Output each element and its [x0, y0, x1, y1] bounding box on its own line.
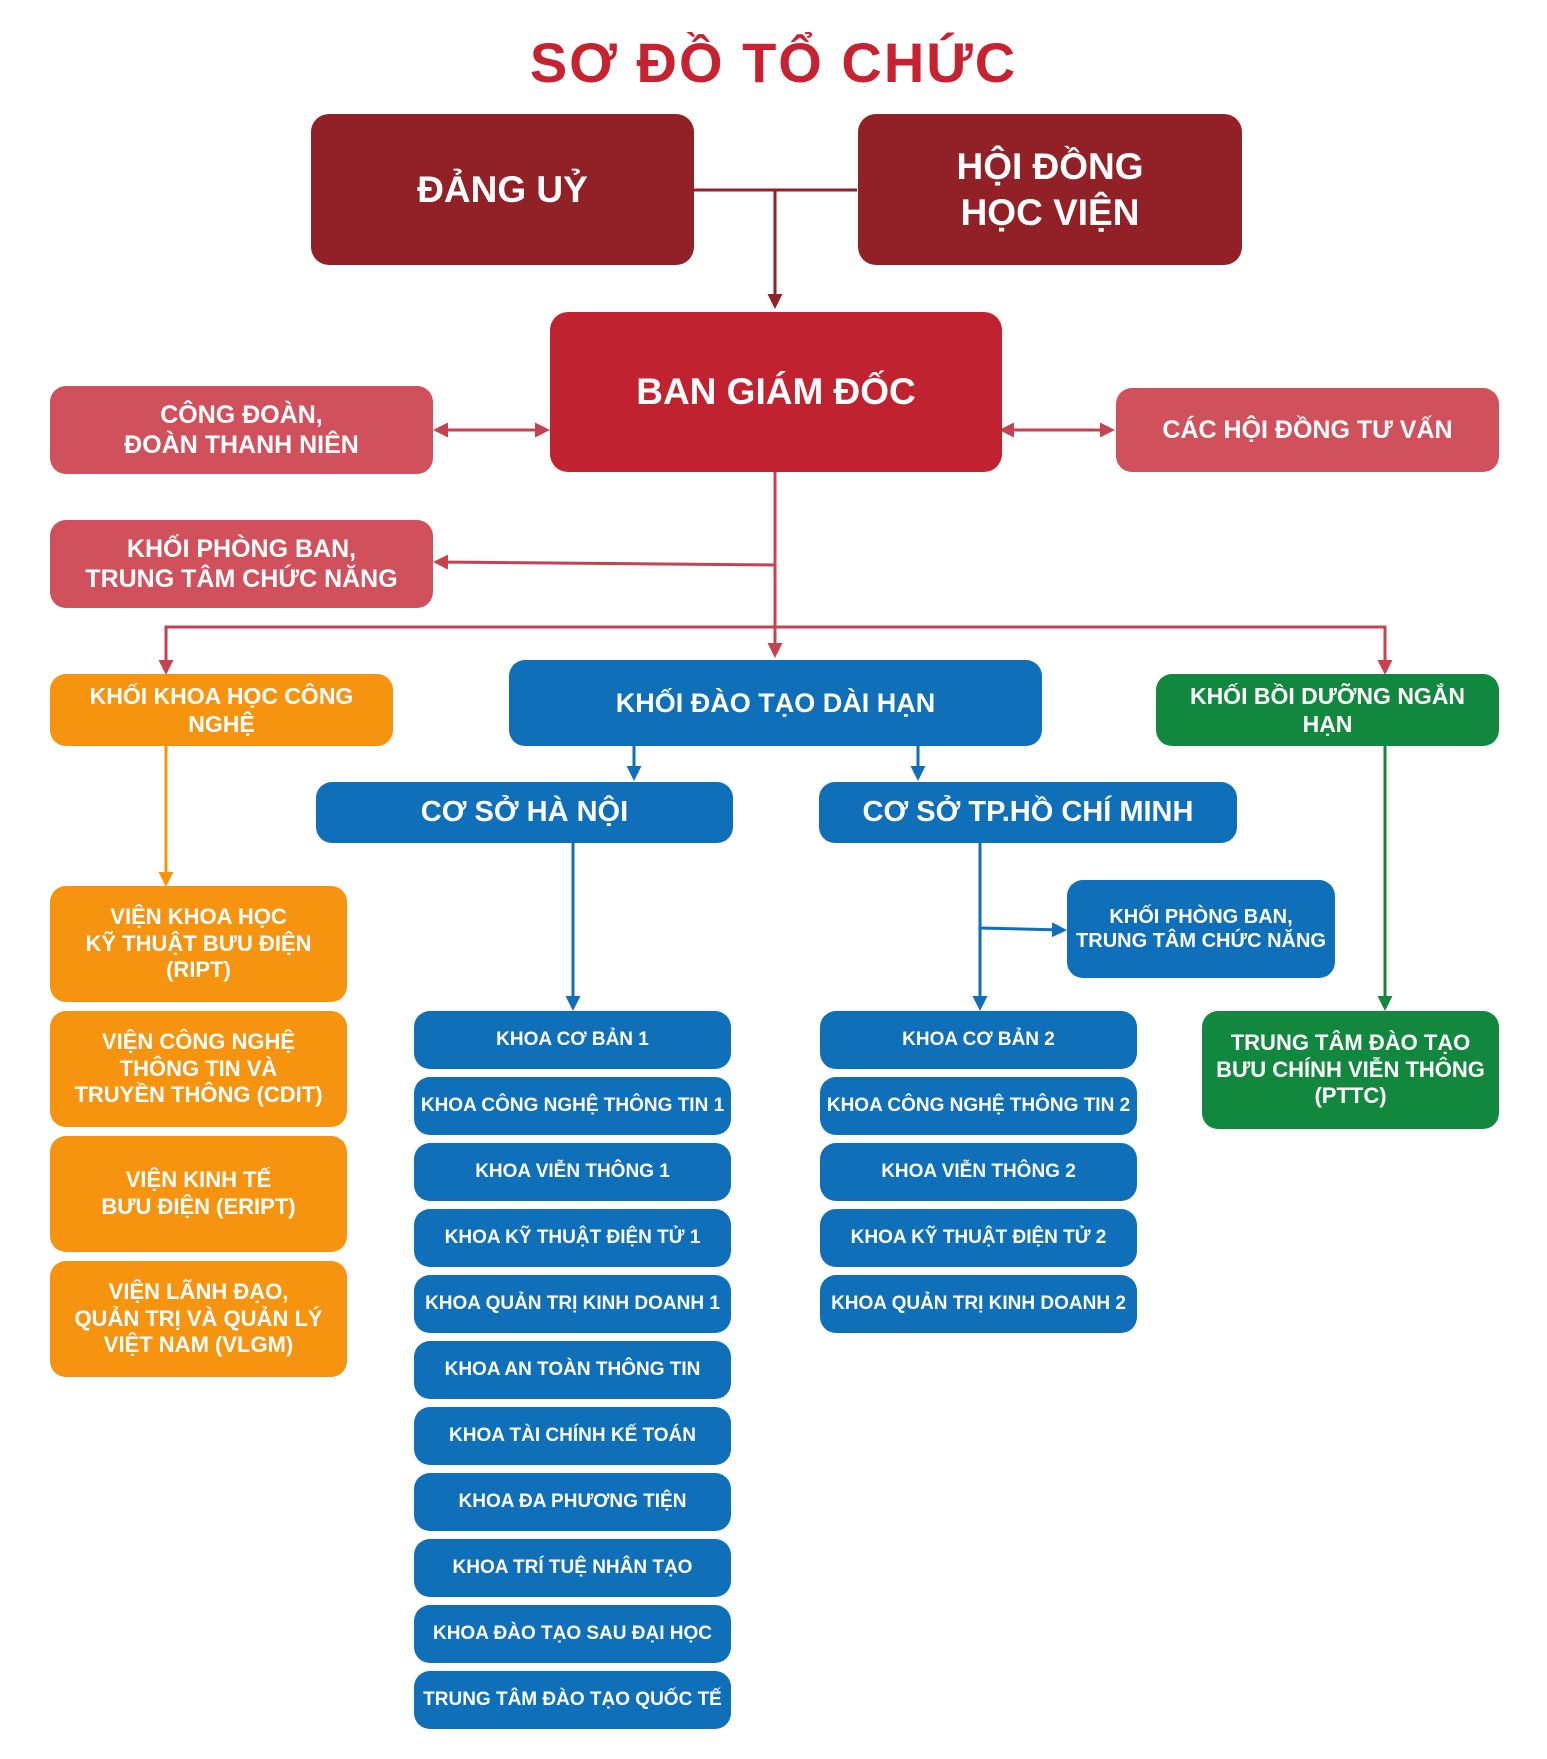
hanoi-faculty-item: KHOA CÔNG NGHỆ THÔNG TIN 1: [414, 1077, 731, 1135]
faculty-label: KHOA QUẢN TRỊ KINH DOANH 1: [425, 1293, 720, 1315]
hcm-campus-box: CƠ SỞ TP.HỒ CHÍ MINH: [819, 782, 1237, 843]
institute-ript-box: VIỆN KHOA HỌC KỸ THUẬT BƯU ĐIỆN (RIPT): [50, 886, 347, 1002]
union-youth-box: CÔNG ĐOÀN, ĐOÀN THANH NIÊN: [50, 386, 433, 474]
board-of-directors-label: BAN GIÁM ĐỐC: [636, 371, 916, 413]
pttc-center-box: TRUNG TÂM ĐÀO TẠO BƯU CHÍNH VIỄN THÔNG (…: [1202, 1011, 1499, 1129]
institute-cdit-box: VIỆN CÔNG NGHỆ THÔNG TIN VÀ TRUYỀN THÔNG…: [50, 1011, 347, 1127]
hanoi-campus-label: CƠ SỞ HÀ NỘI: [420, 795, 629, 828]
union-youth-label: CÔNG ĐOÀN, ĐOÀN THANH NIÊN: [124, 400, 359, 460]
hcm-functional-departments-label: KHỐI PHÒNG BAN, TRUNG TÂM CHỨC NĂNG: [1076, 905, 1326, 952]
hcm-campus-label: CƠ SỞ TP.HỒ CHÍ MINH: [862, 795, 1194, 828]
page-title: SƠ ĐỒ TỔ CHỨC: [529, 31, 1018, 94]
hanoi-faculty-item: KHOA KỸ THUẬT ĐIỆN TỬ 1: [414, 1209, 731, 1267]
hanoi-faculty-item: KHOA ĐA PHƯƠNG TIỆN: [414, 1473, 731, 1531]
functional-departments-label: KHỐI PHÒNG BAN, TRUNG TÂM CHỨC NĂNG: [85, 534, 398, 594]
institute-eript-box: VIỆN KINH TẾ BƯU ĐIỆN (ERIPT): [50, 1136, 347, 1252]
hanoi-campus-box: CƠ SỞ HÀ NỘI: [316, 782, 733, 843]
faculty-label: KHOA VIỄN THÔNG 2: [881, 1161, 1076, 1183]
link-board-functional: [433, 554, 776, 570]
advisory-councils-label: CÁC HỘI ĐỒNG TƯ VẤN: [1162, 415, 1453, 444]
hcm-faculty-item: KHOA CƠ BẢN 2: [820, 1011, 1137, 1069]
faculty-label: TRUNG TÂM ĐÀO TẠO QUỐC TẾ: [423, 1689, 722, 1711]
hanoi-faculty-item: KHOA ĐÀO TẠO SAU ĐẠI HỌC: [414, 1605, 731, 1663]
link-hcm-functional: [979, 922, 1067, 938]
institute-vlgm-box: VIỆN LÃNH ĐẠO, QUẢN TRỊ VÀ QUẢN LÝ VIỆT …: [50, 1261, 347, 1377]
hanoi-faculty-item: KHOA TÀI CHÍNH KẾ TOÁN: [414, 1407, 731, 1465]
faculty-label: KHOA TRÍ TUỆ NHÂN TẠO: [452, 1557, 693, 1579]
hanoi-faculty-item: KHOA QUẢN TRỊ KINH DOANH 1: [414, 1275, 731, 1333]
short-term-training-box: KHỐI BỒI DƯỠNG NGẮN HẠN: [1156, 674, 1499, 746]
pttc-center-label: TRUNG TÂM ĐÀO TẠO BƯU CHÍNH VIỄN THÔNG (…: [1216, 1029, 1485, 1109]
hanoi-faculty-item: KHOA CƠ BẢN 1: [414, 1011, 731, 1069]
hcm-faculty-item: KHOA QUẢN TRỊ KINH DOANH 2: [820, 1275, 1137, 1333]
long-term-training-box: KHỐI ĐÀO TẠO DÀI HẠN: [509, 660, 1042, 746]
party-committee-box: ĐẢNG UỶ: [311, 114, 694, 265]
faculty-label: KHOA KỸ THUẬT ĐIỆN TỬ 2: [850, 1227, 1107, 1249]
hcm-faculty-item: KHOA CÔNG NGHỆ THÔNG TIN 2: [820, 1077, 1137, 1135]
long-term-training-label: KHỐI ĐÀO TẠO DÀI HẠN: [615, 687, 936, 718]
hcm-faculty-item: KHOA KỸ THUẬT ĐIỆN TỬ 2: [820, 1209, 1137, 1267]
academy-council-label: HỘI ĐỒNG HỌC VIỆN: [956, 146, 1144, 233]
functional-departments-box: KHỐI PHÒNG BAN, TRUNG TÂM CHỨC NĂNG: [50, 520, 433, 608]
institute-label: VIỆN CÔNG NGHỆ THÔNG TIN VÀ TRUYỀN THÔNG…: [74, 1028, 323, 1108]
institute-label: VIỆN KHOA HỌC KỸ THUẬT BƯU ĐIỆN (RIPT): [85, 903, 312, 983]
science-block-label: KHỐI KHOA HỌC CÔNG NGHỆ: [89, 682, 354, 737]
institute-label: VIỆN LÃNH ĐẠO, QUẢN TRỊ VÀ QUẢN LÝ VIỆT …: [74, 1278, 323, 1358]
faculty-label: KHOA CÔNG NGHỆ THÔNG TIN 1: [420, 1095, 725, 1117]
faculty-label: KHOA VIỄN THÔNG 1: [475, 1161, 670, 1183]
science-block-box: KHỐI KHOA HỌC CÔNG NGHỆ: [50, 674, 393, 746]
faculty-label: KHOA CÔNG NGHỆ THÔNG TIN 2: [826, 1095, 1131, 1117]
hanoi-faculty-item: KHOA VIỄN THÔNG 1: [414, 1143, 731, 1201]
institute-label: VIỆN KINH TẾ BƯU ĐIỆN (ERIPT): [101, 1167, 296, 1219]
board-of-directors-box: BAN GIÁM ĐỐC: [550, 312, 1002, 472]
faculty-label: KHOA CƠ BẢN 2: [902, 1029, 1055, 1051]
hcm-faculty-item: KHOA VIỄN THÔNG 2: [820, 1143, 1137, 1201]
hanoi-faculty-item: KHOA TRÍ TUỆ NHÂN TẠO: [414, 1539, 731, 1597]
hanoi-faculty-item: KHOA AN TOÀN THÔNG TIN: [414, 1341, 731, 1399]
short-term-training-label: KHỐI BỒI DƯỠNG NGẮN HẠN: [1189, 682, 1466, 737]
hanoi-faculty-item: TRUNG TÂM ĐÀO TẠO QUỐC TẾ: [414, 1671, 731, 1729]
party-committee-label: ĐẢNG UỶ: [417, 168, 588, 210]
academy-council-box: HỘI ĐỒNG HỌC VIỆN: [858, 114, 1242, 265]
hcm-functional-departments-box: KHỐI PHÒNG BAN, TRUNG TÂM CHỨC NĂNG: [1067, 880, 1335, 978]
faculty-label: KHOA ĐÀO TẠO SAU ĐẠI HỌC: [432, 1623, 713, 1645]
faculty-label: KHOA TÀI CHÍNH KẾ TOÁN: [449, 1425, 696, 1447]
link-board-branches: [164, 625, 1387, 670]
faculty-label: KHOA ĐA PHƯƠNG TIỆN: [458, 1491, 687, 1513]
faculty-label: KHOA AN TOÀN THÔNG TIN: [444, 1359, 701, 1381]
faculty-label: KHOA KỸ THUẬT ĐIỆN TỬ 1: [444, 1227, 701, 1249]
advisory-councils-box: CÁC HỘI ĐỒNG TƯ VẤN: [1116, 388, 1499, 472]
faculty-label: KHOA CƠ BẢN 1: [496, 1029, 649, 1051]
faculty-label: KHOA QUẢN TRỊ KINH DOANH 2: [831, 1293, 1126, 1315]
